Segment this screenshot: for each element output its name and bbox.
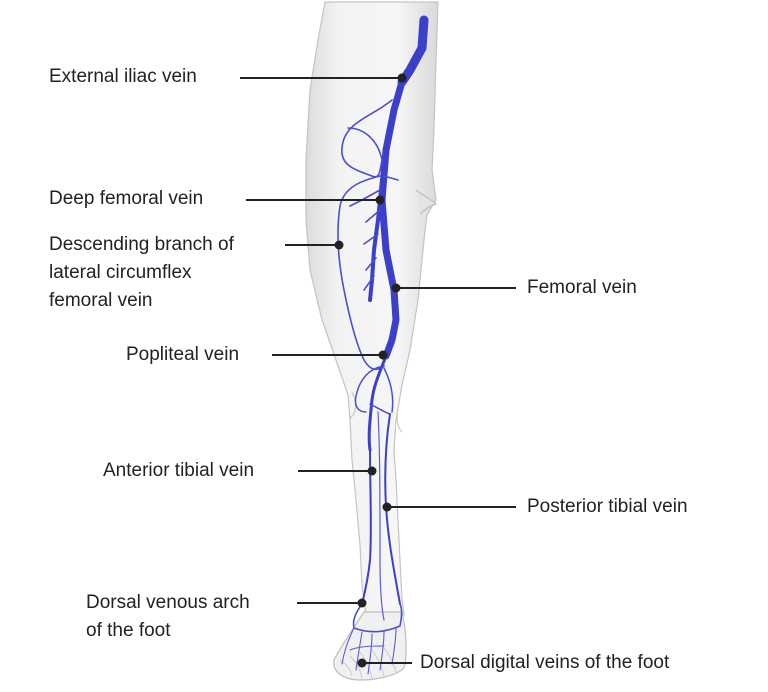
dot-femoral — [391, 283, 401, 293]
deep-femoral-branches — [349, 175, 399, 291]
knee-collaterals — [354, 365, 394, 415]
popliteal-vein — [367, 354, 388, 452]
label-deep-femoral-vein: Deep femoral vein — [49, 188, 204, 209]
great-saphenous-loop — [341, 99, 393, 178]
knee-contour — [349, 391, 403, 433]
dot-deep-femoral — [375, 195, 385, 205]
small-saphenous-vein — [377, 411, 385, 621]
label-descending-branch-line-1: Descending branch of — [49, 234, 234, 255]
label-descending-branch-line-2: lateral circumflex — [49, 262, 192, 283]
label-anterior-tibial-vein: Anterior tibial vein — [103, 460, 255, 481]
femoral-vein — [378, 78, 406, 360]
dorsal-venous-arch — [352, 603, 403, 633]
label-popliteal-vein: Popliteal vein — [126, 344, 240, 365]
label-external-iliac-vein: External iliac vein — [49, 66, 197, 87]
label-descending-branch: Descending branch of lateral circumflex … — [49, 231, 234, 315]
descending-branch-lateral-circumflex — [337, 175, 385, 371]
dot-posterior-tibial — [382, 502, 392, 512]
deep-femoral-vein — [368, 178, 384, 302]
toe-lines — [339, 647, 397, 679]
label-dorsal-venous-arch: Dorsal venous arch of the foot — [86, 589, 250, 645]
leg-silhouette — [305, 1, 439, 681]
anterior-tibial-vein — [361, 449, 372, 605]
dot-dorsal-digital — [357, 658, 367, 668]
leader-dots — [334, 73, 407, 668]
label-descending-branch-line-3: femoral vein — [49, 290, 153, 311]
label-femoral-vein: Femoral vein — [527, 277, 637, 298]
label-dorsal-arch-line-2: of the foot — [86, 620, 171, 641]
dot-dorsal-arch — [357, 598, 367, 608]
label-dorsal-digital-veins: Dorsal digital veins of the foot — [420, 652, 670, 673]
dot-external-iliac — [397, 73, 407, 83]
groin-fold — [415, 189, 438, 215]
label-posterior-tibial-vein: Posterior tibial vein — [527, 496, 688, 517]
leader-lines — [240, 77, 516, 664]
dot-popliteal — [378, 350, 388, 360]
veins — [337, 15, 429, 675]
dorsal-digital-veins — [341, 627, 397, 675]
dot-anterior-tibial — [367, 466, 377, 476]
dot-descending-branch — [334, 240, 344, 250]
label-dorsal-arch-line-1: Dorsal venous arch — [86, 592, 250, 613]
thigh-and-leg-outline — [305, 1, 439, 623]
